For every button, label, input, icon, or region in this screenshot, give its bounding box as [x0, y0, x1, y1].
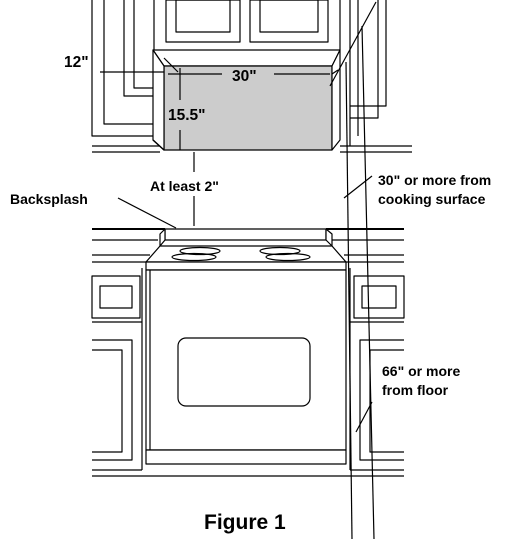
labels: 12" 30" 15.5" At least 2" Backsplash 30"…: [10, 54, 491, 534]
burner-back-left: [179, 246, 221, 256]
range-hood: [152, 49, 341, 151]
dimension-lines: [100, 1, 377, 540]
label-depth: 12": [64, 54, 89, 71]
label-floor-line2: from floor: [382, 382, 449, 398]
oven-window: [177, 337, 311, 407]
label-height: 15.5": [168, 107, 206, 124]
figure-caption: Figure 1: [204, 511, 286, 534]
burner-front-right: [265, 252, 311, 262]
burner-front-left: [171, 252, 217, 262]
lower-cabinets: [91, 268, 405, 471]
burner-back-right: [259, 246, 301, 256]
label-gap: At least 2": [150, 178, 219, 194]
label-width: 30": [232, 68, 257, 85]
label-cooktop-line1: 30" or more from: [378, 172, 491, 188]
range-stove: [145, 228, 347, 465]
label-cooktop-line2: cooking surface: [378, 191, 486, 207]
label-floor-line1: 66" or more: [382, 363, 460, 379]
label-backsplash: Backsplash: [10, 191, 88, 207]
upper-cabinets: [91, 0, 412, 153]
hood-front: [163, 65, 333, 151]
countertop: [92, 228, 404, 263]
